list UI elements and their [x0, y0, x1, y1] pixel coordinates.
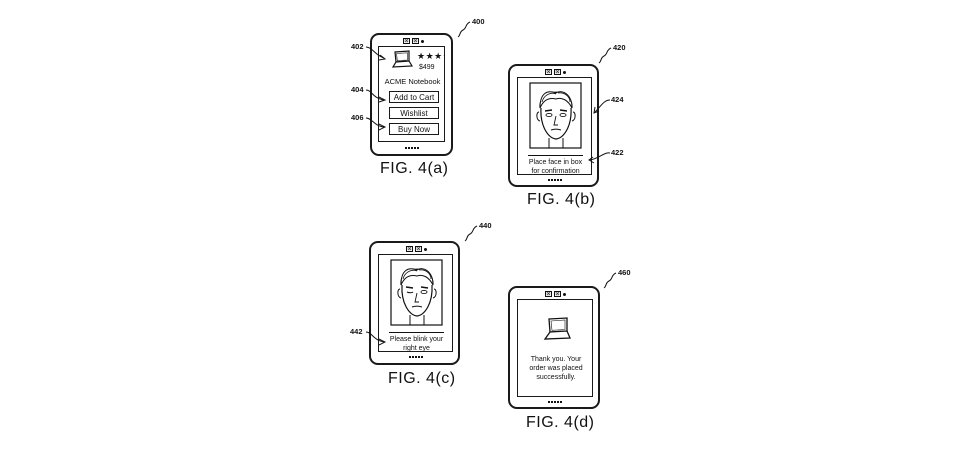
reference-numeral: 440: [479, 221, 492, 230]
device-fig-b: ⊠ ⊠ Place face in box for confirmation: [508, 64, 599, 187]
device-fig-d: ⊠ ⊠ Thank you. Your order was placed suc…: [508, 286, 600, 409]
status-dot: [421, 39, 424, 43]
reference-numeral: 420: [613, 43, 626, 52]
reference-numeral: 404: [351, 85, 364, 94]
rating-stars: ★★★★: [417, 51, 444, 61]
screen: Please blink your right eye: [378, 254, 453, 352]
reference-numeral: 400: [472, 17, 485, 26]
status-icon: ⊠: [554, 291, 561, 297]
screen: Thank you. Your order was placed success…: [517, 299, 593, 397]
status-dot: [424, 247, 427, 251]
reference-numeral: 406: [351, 113, 364, 122]
home-bar: [405, 147, 420, 149]
instruction-text: Please blink your right eye: [389, 332, 444, 351]
figure-label: FIG. 4(d): [526, 414, 595, 431]
status-bar: ⊠ ⊠: [545, 69, 566, 75]
product-name: ACME Notebook: [384, 77, 441, 86]
reference-numeral: 460: [618, 268, 631, 277]
status-dot: [563, 292, 566, 296]
face-blinking-icon: [390, 259, 443, 326]
wishlist-button[interactable]: Wishlist: [389, 107, 439, 119]
face-portrait-icon: [529, 82, 582, 149]
status-dot: [563, 70, 566, 74]
add-to-cart-button[interactable]: Add to Cart: [389, 91, 439, 103]
confirmation-message: Thank you. Your order was placed success…: [529, 356, 583, 381]
status-bar: ⊠ ⊠: [403, 38, 424, 44]
figure-label: FIG. 4(b): [527, 191, 596, 208]
price: $499: [419, 64, 435, 71]
status-bar: ⊠ ⊠: [406, 246, 427, 252]
figure-label: FIG. 4(c): [388, 370, 456, 387]
status-icon: ⊠: [406, 246, 413, 252]
status-icon: ⊠: [554, 69, 561, 75]
home-bar: [548, 179, 563, 181]
status-bar: ⊠ ⊠: [545, 291, 566, 297]
status-icon: ⊠: [545, 291, 552, 297]
figure-label: FIG. 4(a): [380, 160, 449, 177]
status-icon: ⊠: [412, 38, 419, 44]
reference-numeral: 402: [351, 42, 364, 51]
status-icon: ⊠: [545, 69, 552, 75]
buy-now-button[interactable]: Buy Now: [389, 123, 439, 135]
reference-numeral: 442: [350, 327, 363, 336]
screen: Place face in box for confirmation: [517, 77, 592, 175]
laptop-icon: [391, 50, 413, 68]
status-icon: ⊠: [403, 38, 410, 44]
reference-numeral: 422: [611, 148, 624, 157]
reference-numeral: 424: [611, 95, 624, 104]
screen: ★★★★ $499 ACME Notebook Add to Cart Wish…: [378, 46, 445, 142]
instruction-text: Place face in box for confirmation: [528, 155, 583, 174]
home-bar: [548, 401, 563, 403]
status-icon: ⊠: [415, 246, 422, 252]
device-fig-c: ⊠ ⊠ Please blink your right eye: [369, 241, 460, 365]
device-fig-a: ⊠ ⊠ ★★★★ $499 ACME Notebook Add to Cart …: [370, 33, 453, 156]
home-bar: [409, 356, 424, 358]
laptop-icon: [543, 317, 571, 340]
